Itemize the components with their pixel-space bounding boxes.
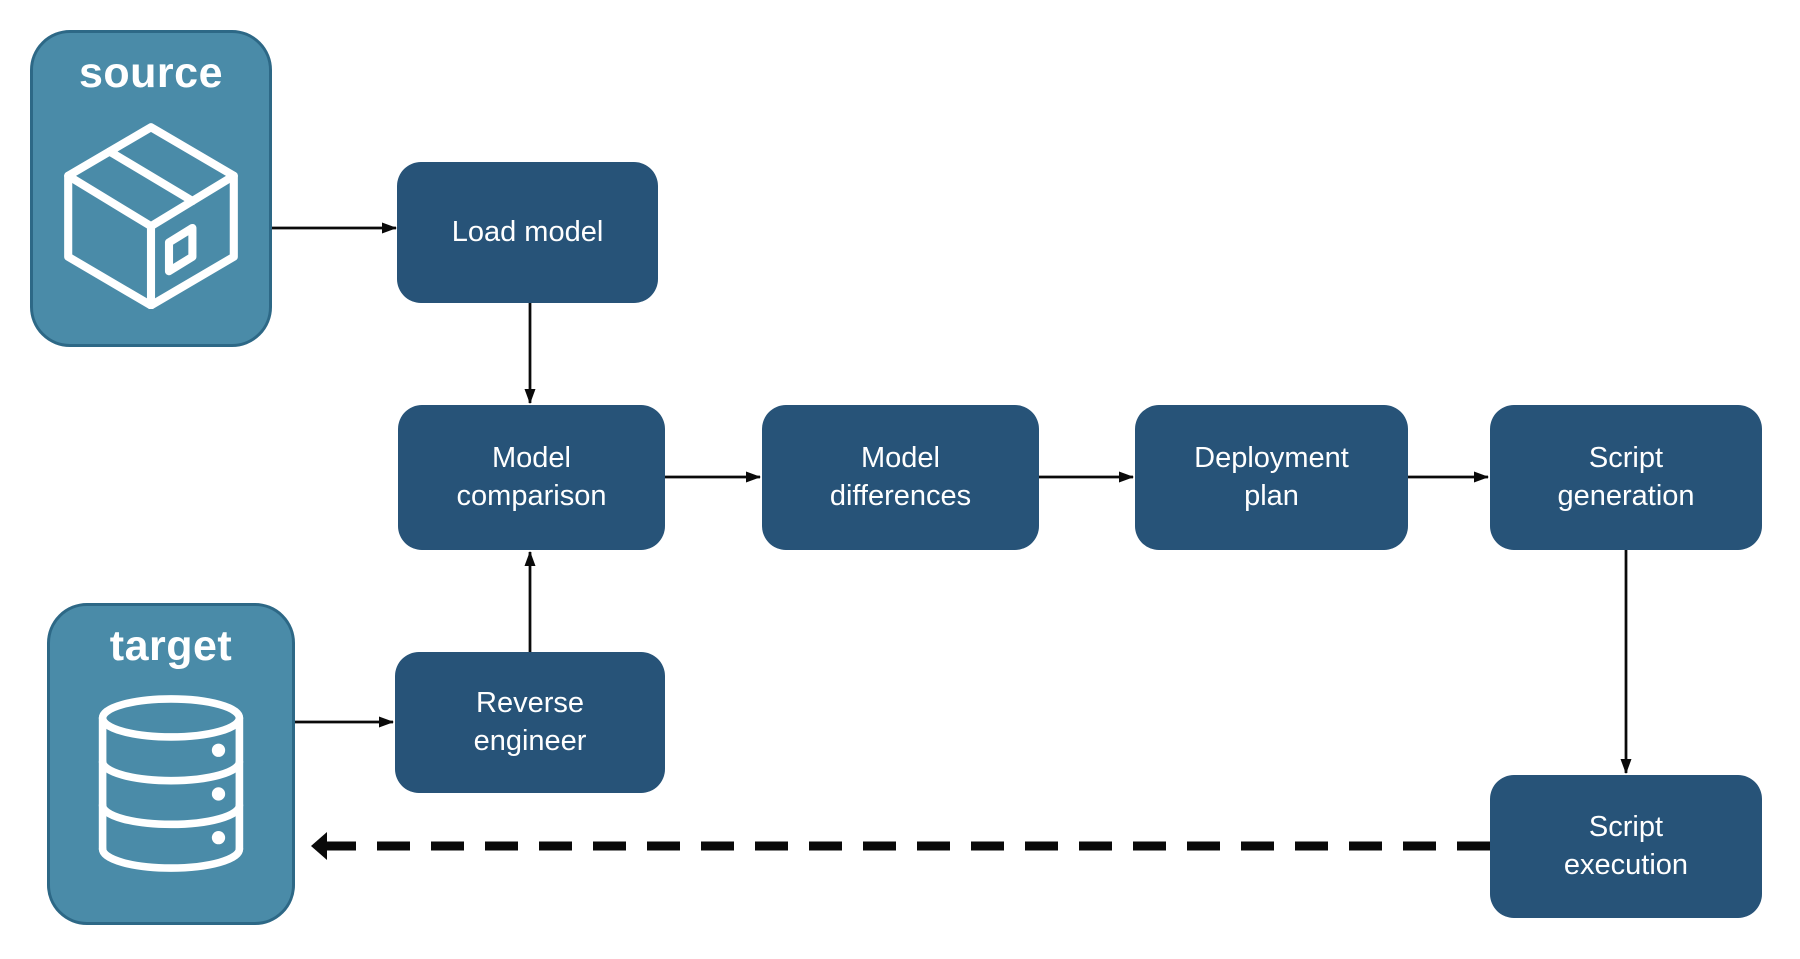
node-deployment-plan: Deployment plan [1135,405,1408,550]
script-execution-label: Script execution [1563,810,1689,881]
node-model-differences: Model differences [762,405,1039,550]
deployment-plan-label: Deployment plan [1194,441,1349,512]
package-icon [64,123,238,309]
node-source: source [30,30,272,347]
target-node-label: target [109,622,233,670]
node-script-generation: Script generation [1490,405,1762,550]
node-load-model: Load model [397,162,658,303]
node-reverse-engineer: Reverse engineer [395,652,665,793]
node-model-comparison: Model comparison [398,405,665,550]
model-differences-label: Model differences [829,441,972,512]
database-icon-dots [211,743,226,845]
source-node-label: source [78,49,223,97]
model-comparison-label: Model comparison [456,441,607,512]
reverse-engineer-label: Reverse engineer [473,686,587,757]
node-target: target [47,603,295,925]
load-model-label: Load model [451,215,604,248]
script-generation-label: Script generation [1557,441,1695,512]
database-icon-shape [98,695,244,872]
database-icon [98,695,244,872]
package-icon-shape [64,123,238,309]
node-script-execution: Script execution [1490,775,1762,918]
